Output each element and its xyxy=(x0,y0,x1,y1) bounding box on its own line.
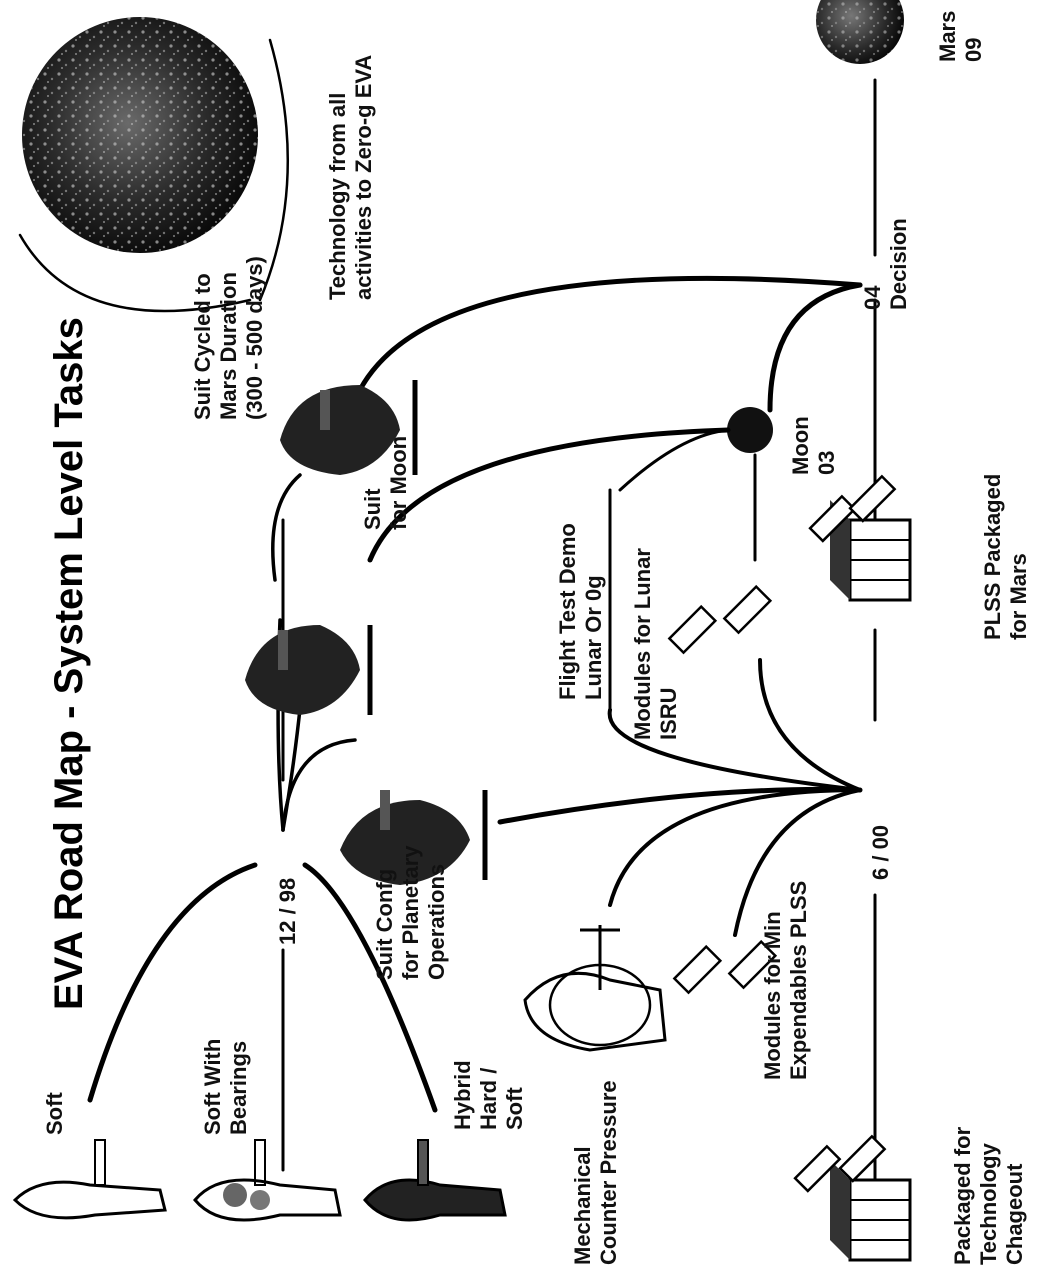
decision-milestone: 04 Decision xyxy=(860,218,911,310)
label-plss-mars-line1: PLSS Packaged xyxy=(980,474,1005,640)
label-min-plss: Modules for Min Expendables PLSS xyxy=(760,881,811,1080)
conv-min-plss xyxy=(733,788,862,937)
label-moon-suit: Suit for Moon xyxy=(360,436,411,530)
earth-caption-line2: activities to Zero-g EVA xyxy=(351,55,376,300)
page-title: EVA Road Map - System Level Tasks xyxy=(47,317,91,1010)
label-lunar-isru-line2: ISRU xyxy=(656,687,681,740)
conv-flight-test xyxy=(607,708,862,792)
mars-milestone-label: Mars 09 xyxy=(935,11,986,62)
package-icon-chageout xyxy=(793,1134,912,1262)
label-chageout-line1: Packaged for xyxy=(950,1126,975,1265)
label-planetary-line1: Suit Confg xyxy=(372,869,397,980)
label-soft-bearings-line2: Bearings xyxy=(226,1041,251,1135)
label-hybrid-line1: Hybrid xyxy=(450,1060,475,1130)
label-chageout-line2: Technology xyxy=(976,1142,1001,1265)
mars-year: 09 xyxy=(961,38,986,62)
conv-moon-to-decision xyxy=(767,282,863,413)
moon-milestone-label: Moon 03 xyxy=(788,416,839,475)
label-flight-test: Flight Test Demo Lunar Or 0g xyxy=(555,523,606,700)
label-planetary-line2: for Planetary xyxy=(398,845,423,980)
label-plss-mars-line2: for Mars xyxy=(1006,553,1031,640)
label-lunar-isru-line1: Modules for Lunar xyxy=(630,548,655,740)
label-mars-duration-line1: Suit Cycled to xyxy=(190,273,215,420)
module-icon-min-plss xyxy=(672,939,778,995)
moon-year: 03 xyxy=(814,451,839,475)
label-min-plss-line2: Expendables PLSS xyxy=(786,881,811,1080)
label-planetary-line3: Operations xyxy=(424,864,449,980)
milestone-1298: 12 / 98 xyxy=(275,878,300,945)
label-mars-duration: Suit Cycled to Mars Duration (300 - 500 … xyxy=(190,256,267,420)
label-planetary: Suit Confg for Planetary Operations xyxy=(372,845,449,980)
label-flight-test-line2: Lunar Or 0g xyxy=(581,575,606,700)
branch-mars-duration xyxy=(271,473,302,582)
label-hybrid-line2: Hard / xyxy=(476,1068,501,1130)
label-hybrid: Hybrid Hard / Soft xyxy=(450,1060,527,1130)
milestone-600-label: 6 / 00 xyxy=(868,825,893,880)
suit-figure-counter-pressure xyxy=(523,925,667,1052)
mars-planet xyxy=(816,0,904,64)
label-soft-bearings-line1: Soft With xyxy=(200,1039,225,1135)
label-soft-text: Soft xyxy=(42,1092,67,1135)
label-plss-mars: PLSS Packaged for Mars xyxy=(980,474,1031,640)
conv-counter-pressure xyxy=(608,788,862,907)
milestone-1298-label: 12 / 98 xyxy=(275,878,300,945)
label-lunar-isru: Modules for Lunar ISRU xyxy=(630,548,681,740)
label-counter-pressure-line2: Counter Pressure xyxy=(596,1080,621,1265)
earth-caption: Technology from all activities to Zero-g… xyxy=(325,55,376,300)
mars-label: Mars xyxy=(935,11,960,62)
label-counter-pressure-line1: Mechanical xyxy=(570,1146,595,1265)
decision-year: 04 xyxy=(860,285,885,310)
label-hybrid-line3: Soft xyxy=(502,1087,527,1130)
branch-hybrid xyxy=(302,862,438,1113)
label-mars-duration-line2: Mars Duration xyxy=(216,272,241,420)
label-soft: Soft xyxy=(42,1092,67,1135)
conv-lunar-isru xyxy=(758,658,862,792)
earth-caption-line1: Technology from all xyxy=(325,93,350,300)
package-icon-plss-mars xyxy=(808,474,912,602)
suit-figure-mars-duration xyxy=(280,380,418,475)
label-soft-bearings: Soft With Bearings xyxy=(200,1039,251,1135)
earth-globe xyxy=(22,17,258,253)
suit-figure-soft xyxy=(12,1139,167,1220)
label-moon-suit-line1: Suit xyxy=(360,488,385,530)
suit-figure-hybrid xyxy=(363,1139,507,1222)
moon-label: Moon xyxy=(788,416,813,475)
label-counter-pressure: Mechanical Counter Pressure xyxy=(570,1080,621,1265)
label-moon-suit-line2: for Moon xyxy=(386,436,411,530)
label-chageout: Packaged for Technology Chageout xyxy=(950,1126,1027,1265)
module-icon-lunar-isru xyxy=(667,584,773,655)
decision-label: Decision xyxy=(886,218,911,310)
moon-planet xyxy=(727,407,773,453)
label-min-plss-line1: Modules for Min xyxy=(760,911,785,1080)
conv-planetary xyxy=(497,786,863,825)
branch-soft xyxy=(87,862,258,1103)
suit-figure-planetary xyxy=(340,790,488,885)
suit-figure-soft-bearings xyxy=(193,1139,342,1222)
earth-orbit-arc-right xyxy=(258,38,289,302)
conv-suit-moon-to-moon xyxy=(367,427,731,563)
label-mars-duration-line3: (300 - 500 days) xyxy=(242,256,267,420)
conv-mars-suit-to-decision xyxy=(352,275,863,403)
earth-orbit-arc-left xyxy=(18,233,252,313)
label-chageout-line3: Chageout xyxy=(1002,1163,1027,1265)
milestone-600: 6 / 00 xyxy=(868,825,893,880)
conv-flight-test-to-moon xyxy=(618,428,730,492)
suit-figure-moon xyxy=(245,625,373,715)
label-flight-test-line1: Flight Test Demo xyxy=(555,523,580,700)
